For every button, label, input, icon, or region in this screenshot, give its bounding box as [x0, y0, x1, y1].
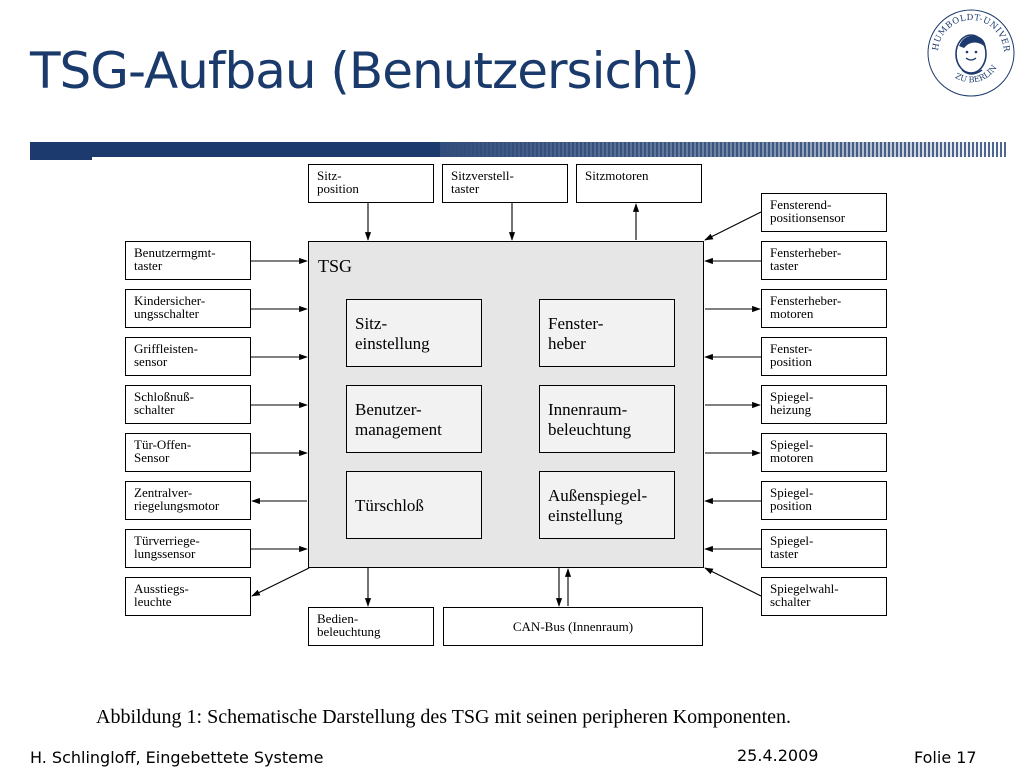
box-fensterhebermotoren: Fensterheber- motoren [761, 289, 887, 328]
university-seal-icon: HUMBOLDT-UNIVERSITÄT ZU BERLIN [926, 8, 1015, 97]
header-bar [30, 142, 440, 157]
box-zentralverriegelungsmotor: Zentralver- riegelungsmotor [125, 481, 251, 520]
box-spiegeltaster: Spiegel- taster [761, 529, 887, 568]
box-fensterendpositionsensor: Fensterend- positionsensor [761, 193, 887, 232]
box-schlossnussschalter: Schloßnuß- schalter [125, 385, 251, 424]
box-bedienbeleuchtung: Bedien- beleuchtung [308, 607, 434, 646]
box-sitzposition: Sitz- position [308, 164, 434, 203]
box-benutzermgmt-taster: Benutzermgmt- taster [125, 241, 251, 280]
module-innenraumbeleuchtung: Innenraum- beleuchtung [539, 385, 675, 453]
box-kindersicherungsschalter: Kindersicher- ungsschalter [125, 289, 251, 328]
arrow-spiegelwahl [704, 567, 762, 597]
module-tuerschloss: Türschloß [346, 471, 482, 539]
tsg-label: TSG [318, 256, 353, 276]
box-spiegelmotoren: Spiegel- motoren [761, 433, 887, 472]
header-bar-gradient [440, 142, 1006, 157]
footer-date: 25.4.2009 [737, 746, 819, 765]
box-tuer-offen-sensor: Tür-Offen- Sensor [125, 433, 251, 472]
slide-title: TSG-Aufbau (Benutzersicht) [30, 42, 700, 100]
box-fensterposition: Fenster- position [761, 337, 887, 376]
module-aussenspiegel: Außenspiegel- einstellung [539, 471, 675, 539]
box-griffleistensensor: Griffleisten- sensor [125, 337, 251, 376]
box-sitzmotoren: Sitzmotoren [576, 164, 702, 203]
module-benutzermanagement: Benutzer- management [346, 385, 482, 453]
footer-author: H. Schlingloff, Eingebettete Systeme [30, 748, 324, 767]
box-spiegelposition: Spiegel- position [761, 481, 887, 520]
box-spiegelheizung: Spiegel- heizung [761, 385, 887, 424]
box-fensterhebertaster: Fensterheber- taster [761, 241, 887, 280]
arrow-ausstieg [251, 567, 310, 597]
box-can-bus: CAN-Bus (Innenraum) [443, 607, 703, 646]
footer-slide-number: Folie 17 [914, 748, 977, 767]
module-sitzeinstellung: Sitz- einstellung [346, 299, 482, 367]
arrow-fensterend [704, 211, 762, 241]
box-sitzverstelltaster: Sitzverstell- taster [442, 164, 568, 203]
header-bar-tail [30, 157, 92, 160]
box-tuerverriegelungssensor: Türverriege- lungssensor [125, 529, 251, 568]
module-fensterheber: Fenster- heber [539, 299, 675, 367]
figure-caption: Abbildung 1: Schematische Darstellung de… [96, 706, 792, 728]
box-ausstiegsleuchte: Ausstiegs- leuchte [125, 577, 251, 616]
box-spiegelwahlschalter: Spiegelwahl- schalter [761, 577, 887, 616]
